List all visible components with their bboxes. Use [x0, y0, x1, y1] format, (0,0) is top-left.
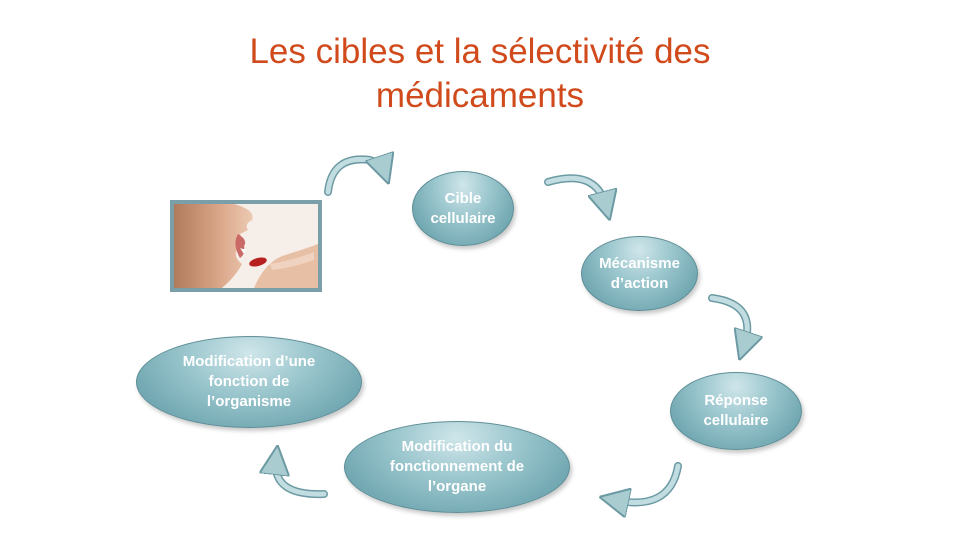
- node-label-line: Modification du: [401, 438, 513, 455]
- node-modification-organe: Modification du fonctionnement de l’orga…: [344, 421, 570, 513]
- node-label-line: fonction de: [208, 373, 290, 390]
- node-reponse-cellulaire: Réponse cellulaire: [670, 372, 802, 450]
- node-label-line: fonctionnement de: [389, 458, 525, 475]
- node-modification-organisme: Modification d’une fonction de l’organis…: [136, 336, 362, 428]
- node-cible-cellulaire: Cible cellulaire: [412, 171, 514, 246]
- node-label-line: Réponse: [704, 392, 768, 409]
- title-line-1: Les cibles et la sélectivité des: [249, 32, 711, 71]
- title-line-2: médicaments: [375, 76, 585, 115]
- slide-title: Les cibles et la sélectivité des médicam…: [0, 30, 960, 118]
- curved-arrow-icon: [271, 456, 328, 499]
- curved-arrow-icon: [610, 462, 682, 507]
- node-label-line: l’organe: [427, 478, 487, 495]
- person-taking-pill-photo: [170, 200, 322, 292]
- node-label-line: Modification d’une: [182, 353, 316, 370]
- node-mecanisme-action: Mécanisme d’action: [581, 236, 698, 311]
- node-label-line: cellulaire: [430, 209, 496, 227]
- curved-arrow-icon: [709, 295, 747, 346]
- curved-arrow-icon: [325, 159, 384, 195]
- node-label-line: Cible: [444, 189, 482, 207]
- curved-arrow-icon: [614, 463, 681, 502]
- curved-arrow-icon: [276, 460, 327, 497]
- curved-arrow-icon: [545, 175, 606, 206]
- node-label-line: l’organisme: [206, 393, 292, 410]
- node-label-line: d’action: [610, 274, 669, 292]
- node-label-line: Mécanisme: [599, 254, 680, 272]
- node-label-line: cellulaire: [703, 412, 769, 429]
